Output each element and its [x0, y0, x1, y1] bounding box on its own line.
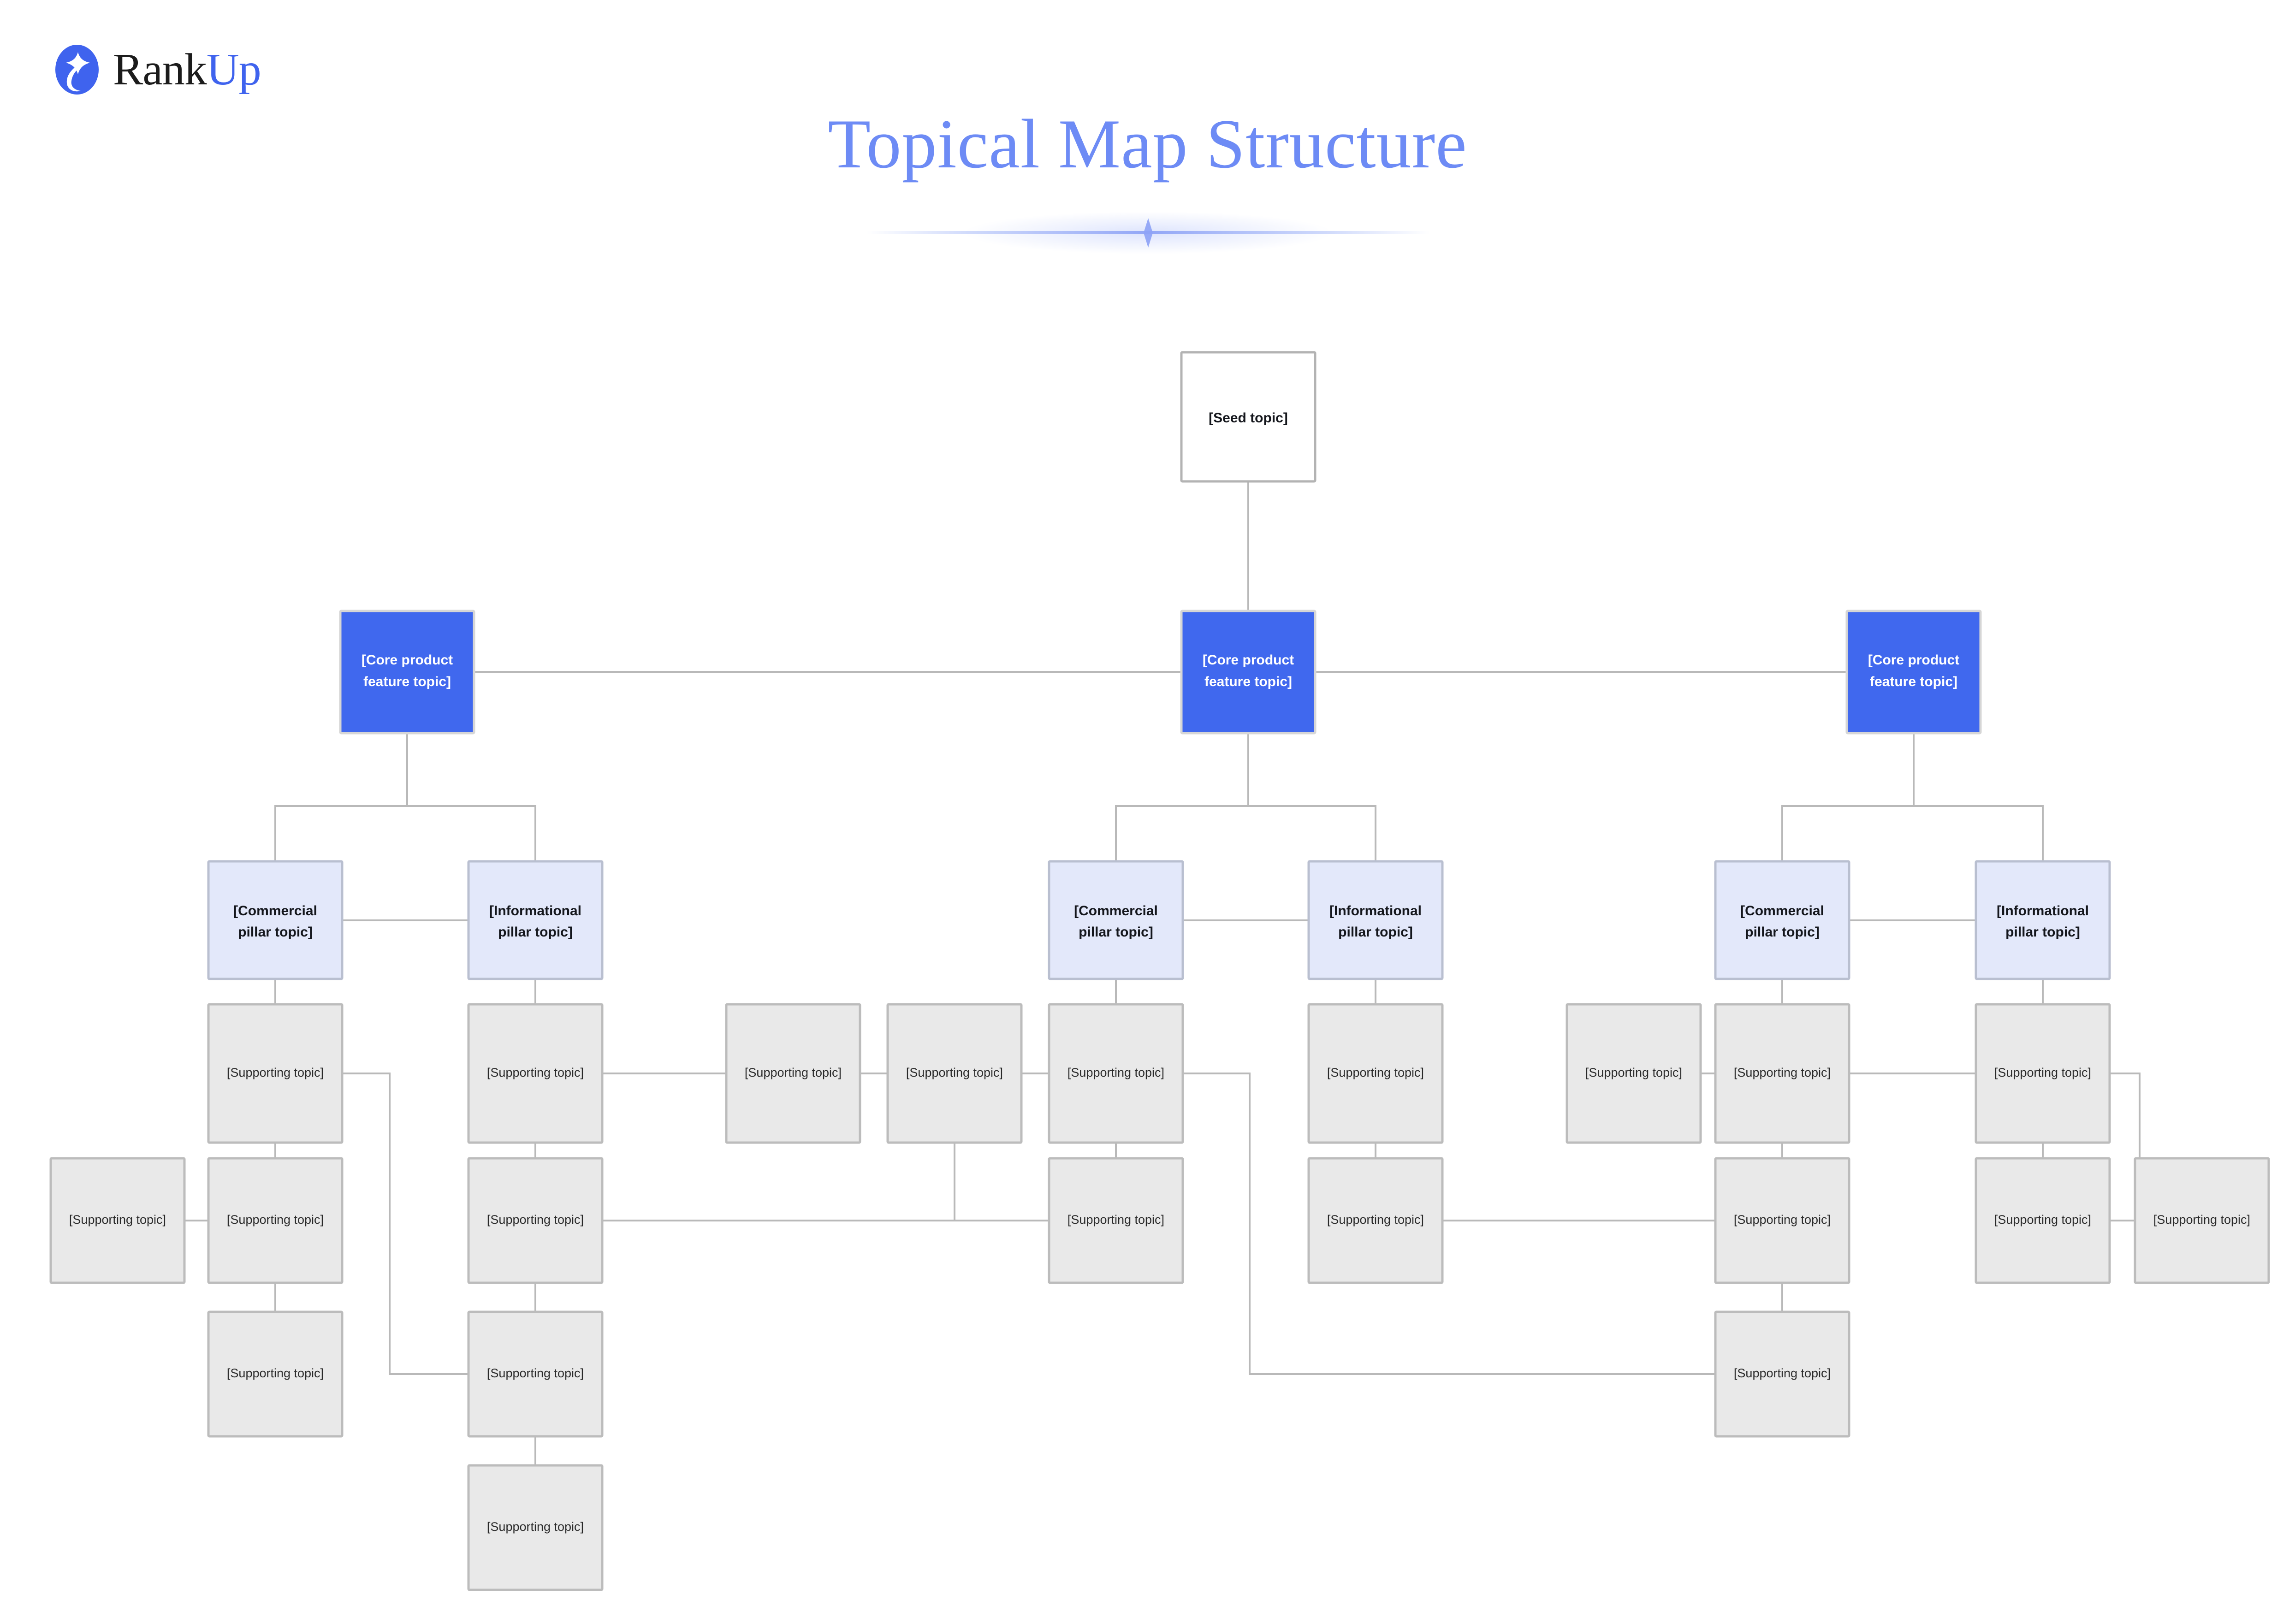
rankup-droplet-logo-icon — [53, 44, 101, 95]
node-supporting-topic[interactable]: [Supporting topic] — [467, 1464, 604, 1591]
node-label-line1: [Commercial — [233, 903, 317, 919]
node-label: [Supporting topic] — [227, 1066, 324, 1079]
node-supporting-topic[interactable]: [Supporting topic] — [207, 1003, 344, 1144]
page-header: Topical Map Structure — [0, 106, 2295, 182]
node-label: [Supporting topic] — [1994, 1213, 2091, 1227]
node-label: [Supporting topic] — [69, 1213, 166, 1227]
node-commercial-pillar-middle[interactable]: [Commercial pillar topic] — [1048, 860, 1184, 980]
brand-logo[interactable]: RankUp — [53, 44, 261, 95]
node-label: [Supporting topic] — [2153, 1213, 2250, 1227]
node-label-line1: [Commercial — [1740, 903, 1824, 919]
node-supporting-topic[interactable]: [Supporting topic] — [725, 1003, 861, 1144]
node-label: [Supporting topic] — [745, 1066, 842, 1079]
node-label: [Supporting topic] — [227, 1366, 324, 1380]
node-label: [Supporting topic] — [1585, 1066, 1682, 1079]
node-label: [Supporting topic] — [227, 1213, 324, 1227]
node-label-line2: pillar topic] — [1745, 925, 1820, 940]
node-label-line2: pillar topic] — [1338, 925, 1413, 940]
node-label-line2: feature topic] — [1870, 674, 1957, 689]
node-label: [Supporting topic] — [1327, 1213, 1424, 1227]
node-label-line2: feature topic] — [1204, 674, 1292, 689]
node-label: [Supporting topic] — [1067, 1213, 1164, 1227]
node-label: [Supporting topic] — [906, 1066, 1003, 1079]
node-informational-pillar-right[interactable]: [Informational pillar topic] — [1975, 860, 2111, 980]
node-supporting-topic[interactable]: [Supporting topic] — [1307, 1003, 1444, 1144]
node-label-line1: [Core product — [1203, 652, 1294, 668]
node-label: [Supporting topic] — [1734, 1066, 1831, 1079]
node-label: [Supporting topic] — [1734, 1366, 1831, 1380]
node-label-line1: [Commercial — [1074, 903, 1158, 919]
node-core-product-feature-middle[interactable]: [Core product feature topic] — [1180, 610, 1317, 735]
node-commercial-pillar-left[interactable]: [Commercial pillar topic] — [207, 860, 344, 980]
node-supporting-topic[interactable]: [Supporting topic] — [2134, 1157, 2270, 1284]
brand-word-rank: Rank — [113, 45, 207, 95]
node-label-line1: [Informational — [1329, 903, 1422, 919]
node-supporting-topic[interactable]: [Supporting topic] — [1307, 1157, 1444, 1284]
node-supporting-topic[interactable]: [Supporting topic] — [207, 1310, 344, 1438]
node-informational-pillar-middle[interactable]: [Informational pillar topic] — [1307, 860, 1444, 980]
node-commercial-pillar-right[interactable]: [Commercial pillar topic] — [1714, 860, 1850, 980]
node-supporting-topic[interactable]: [Supporting topic] — [1975, 1157, 2111, 1284]
diagram-edges — [184, 481, 2141, 1465]
node-label-line2: pillar topic] — [1079, 925, 1153, 940]
node-label: [Supporting topic] — [487, 1213, 584, 1227]
node-supporting-topic[interactable]: [Supporting topic] — [467, 1003, 604, 1144]
brand-word-up: Up — [206, 45, 261, 95]
node-supporting-topic[interactable]: [Supporting topic] — [467, 1157, 604, 1284]
node-label-line2: feature topic] — [363, 674, 451, 689]
node-label: [Seed topic] — [1209, 410, 1288, 426]
node-label-line1: [Informational — [1997, 903, 2089, 919]
node-label: [Supporting topic] — [487, 1520, 584, 1534]
node-core-product-feature-right[interactable]: [Core product feature topic] — [1845, 610, 1982, 735]
node-label-line2: pillar topic] — [2005, 925, 2080, 940]
node-supporting-topic[interactable]: [Supporting topic] — [886, 1003, 1023, 1144]
node-label: [Supporting topic] — [1734, 1213, 1831, 1227]
node-label-line2: pillar topic] — [498, 925, 573, 940]
node-label-line2: pillar topic] — [238, 925, 313, 940]
node-label: [Supporting topic] — [1067, 1066, 1164, 1079]
node-supporting-topic[interactable]: [Supporting topic] — [1048, 1003, 1184, 1144]
node-label: [Supporting topic] — [487, 1066, 584, 1079]
node-supporting-topic[interactable]: [Supporting topic] — [1714, 1157, 1850, 1284]
node-supporting-topic[interactable]: [Supporting topic] — [1566, 1003, 1702, 1144]
node-supporting-topic[interactable]: [Supporting topic] — [207, 1157, 344, 1284]
node-label: [Supporting topic] — [487, 1366, 584, 1380]
page-title: Topical Map Structure — [828, 105, 1467, 183]
node-label-line1: [Core product — [362, 652, 453, 668]
node-informational-pillar-left[interactable]: [Informational pillar topic] — [467, 860, 604, 980]
node-label: [Supporting topic] — [1994, 1066, 2091, 1079]
brand-wordmark: RankUp — [113, 47, 261, 92]
node-label: [Supporting topic] — [1327, 1066, 1424, 1079]
node-supporting-topic[interactable]: [Supporting topic] — [1048, 1157, 1184, 1284]
node-supporting-topic[interactable]: [Supporting topic] — [1714, 1003, 1850, 1144]
node-label-line1: [Core product — [1868, 652, 1959, 668]
node-supporting-topic[interactable]: [Supporting topic] — [467, 1310, 604, 1438]
node-supporting-topic[interactable]: [Supporting topic] — [1975, 1003, 2111, 1144]
node-label-line1: [Informational — [489, 903, 581, 919]
node-supporting-topic[interactable]: [Supporting topic] — [1714, 1310, 1850, 1438]
node-core-product-feature-left[interactable]: [Core product feature topic] — [339, 610, 475, 735]
node-supporting-topic[interactable]: [Supporting topic] — [49, 1157, 186, 1284]
node-seed-topic[interactable]: [Seed topic] — [1180, 351, 1317, 483]
